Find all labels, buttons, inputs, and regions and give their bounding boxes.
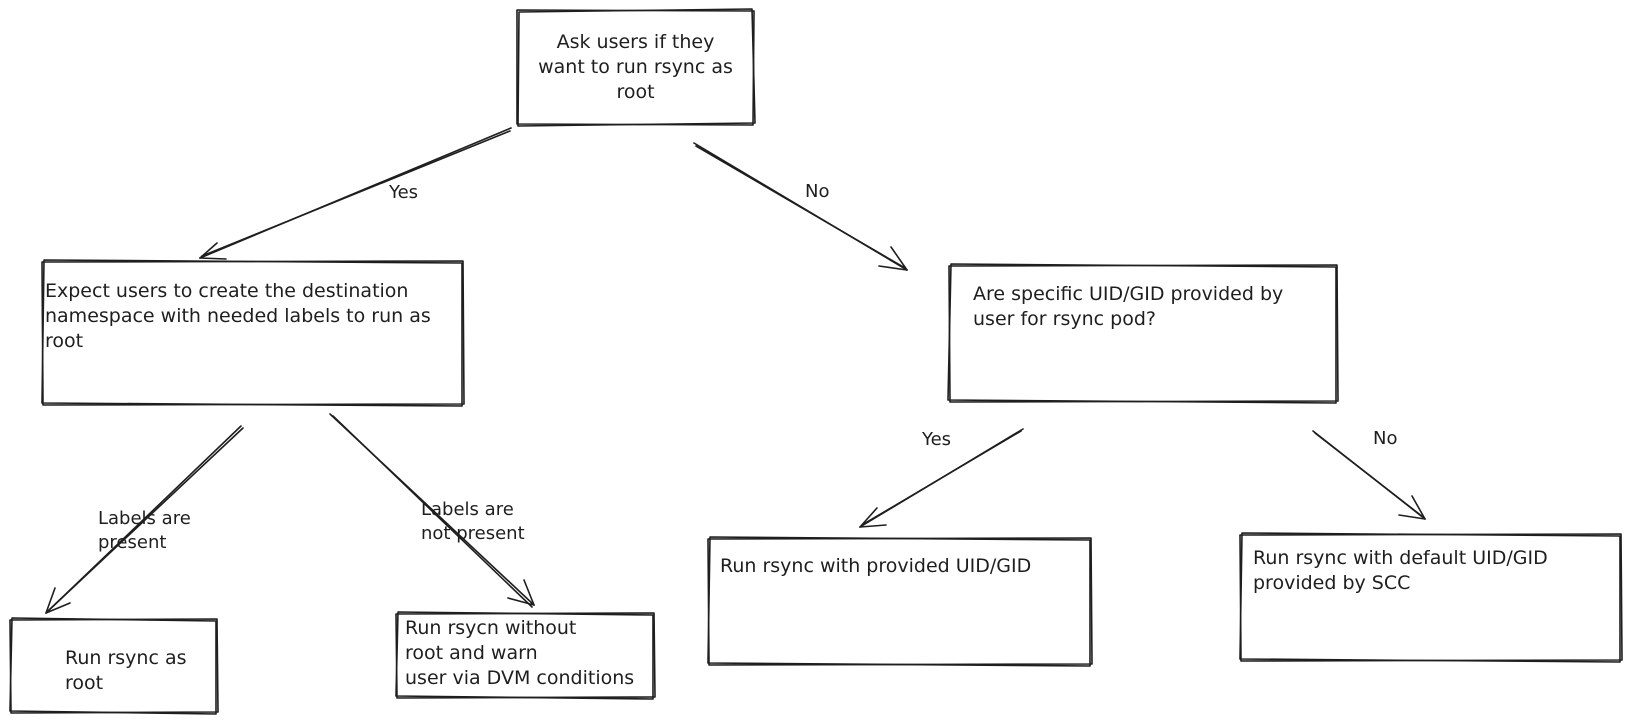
arrow-ask-no: [693, 142, 908, 271]
edge-label-uid-no: No: [1373, 428, 1398, 449]
node-run-default-uid-text: Run rsync with default UID/GID provided …: [1253, 547, 1548, 594]
node-uid-gid-question-text: Are specific UID/GID provided by user fo…: [973, 283, 1284, 330]
box-run-provided-uid: [707, 536, 1093, 667]
arrow-ask-yes: [199, 127, 512, 260]
node-ask-root-text: Ask users if they want to run rsync as r…: [538, 31, 733, 103]
box-expect-labels: [41, 259, 465, 407]
edge-label-uid-yes: Yes: [922, 429, 952, 450]
arrow-labels-present: [45, 425, 244, 614]
box-run-without-root: [395, 611, 656, 700]
arrow-uid-no: [1312, 430, 1426, 520]
arrow-uid-yes: [859, 428, 1024, 528]
box-uid-gid-question: [947, 263, 1339, 404]
edge-label-ask-yes: Yes: [389, 182, 419, 203]
arrow-labels-not-present: [329, 413, 535, 608]
node-run-as-root-text: Run rsync as root: [65, 647, 187, 694]
box-run-as-root: [9, 617, 219, 715]
edge-label-ask-no: No: [805, 181, 830, 202]
box-run-default-uid: [1239, 532, 1623, 663]
box-ask-root: [516, 8, 756, 127]
edge-label-labels-not-present: Labels are not present: [421, 499, 525, 544]
node-run-without-root-text: Run rsycn without root and warn user via…: [405, 617, 635, 689]
edge-label-labels-present: Labels are present: [98, 508, 191, 553]
node-expect-labels-text: Expect users to create the destination n…: [45, 280, 431, 352]
node-run-provided-uid-text: Run rsync with provided UID/GID: [720, 555, 1032, 577]
